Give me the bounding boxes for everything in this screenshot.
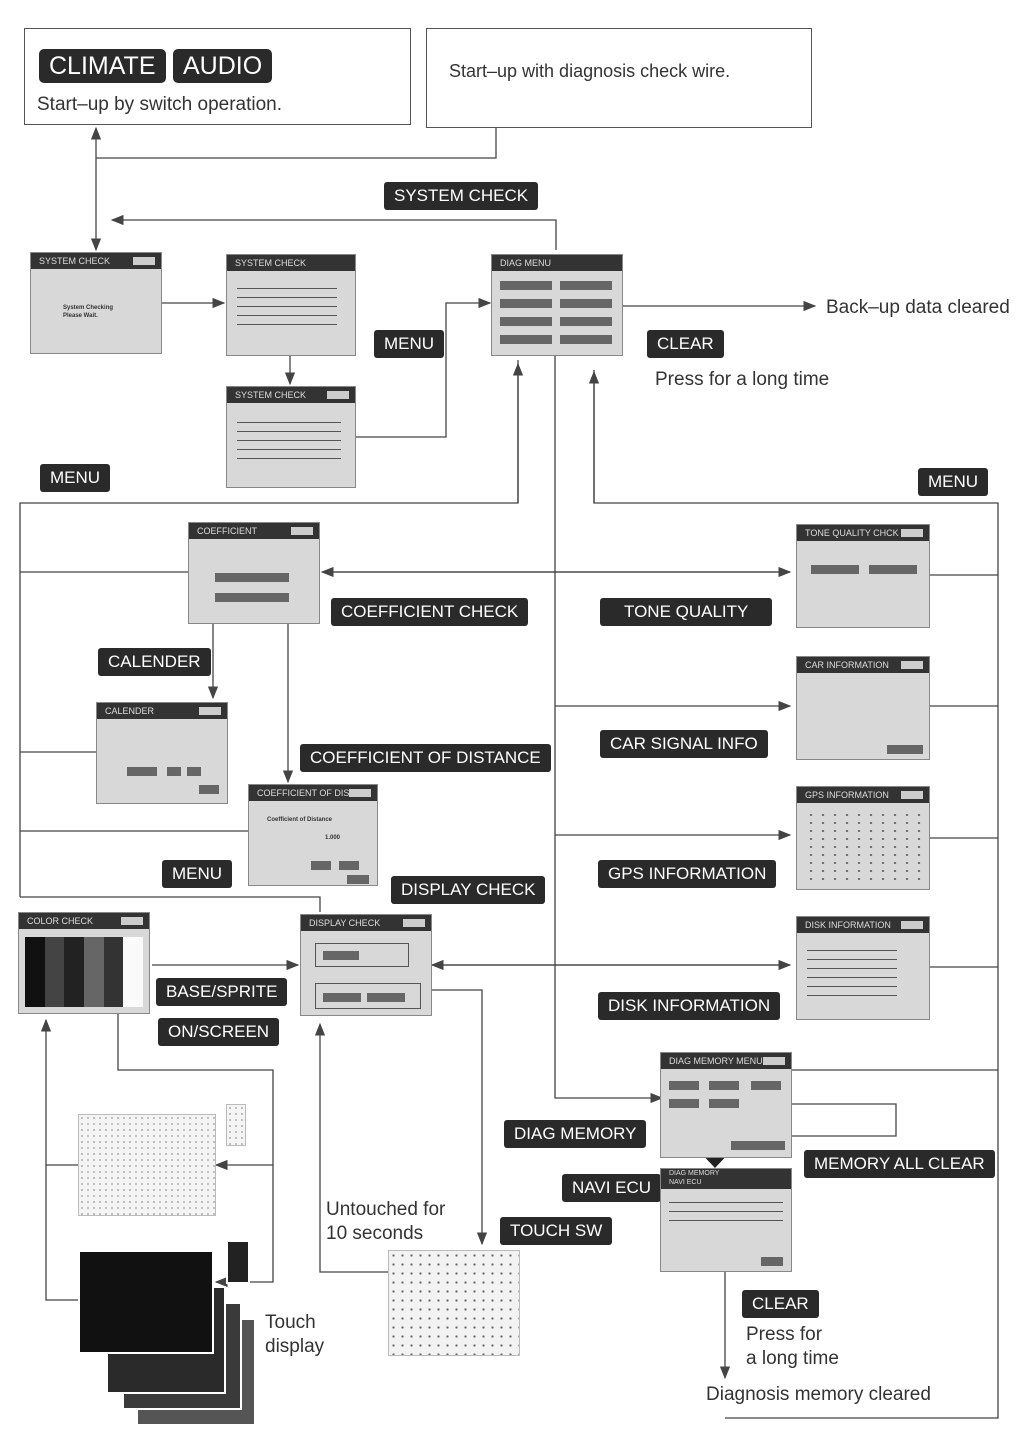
gps-information-screen: GPS INFORMATION: [796, 786, 930, 890]
on-screen-tag: ON/SCREEN: [158, 1018, 280, 1046]
coefficient-screen: COEFFICIENT: [188, 522, 320, 624]
car-signal-info-tag: CAR SIGNAL INFO: [600, 730, 768, 758]
wire-startup-box: Start–up with diagnosis check wire.: [426, 28, 812, 128]
touch-sw-tag: TOUCH SW: [500, 1217, 613, 1245]
touch-text: Touch: [265, 1312, 316, 1333]
system-check-result-screen: SYSTEM CHECK: [226, 386, 356, 488]
screen-title: CALENDER: [105, 706, 155, 716]
clear-tag: CLEAR: [647, 330, 724, 358]
screen-title: SYSTEM CHECK: [235, 258, 307, 268]
press-long-text: Press for a long time: [655, 369, 830, 390]
display-check-tag: DISPLAY CHECK: [391, 876, 546, 904]
menu-tag-left: MENU: [40, 464, 111, 492]
screen-title: DIAG MEMORY: [669, 1170, 720, 1177]
menu-tag-bottom: MENU: [162, 860, 233, 888]
screen-title: COEFFICIENT OF DIST.: [257, 788, 357, 798]
navi-ecu-tag: NAVI ECU: [562, 1174, 662, 1202]
touch-pattern-white-small: [226, 1104, 246, 1146]
untouched-text-1: Untouched for: [326, 1199, 446, 1220]
screen-title: SYSTEM CHECK: [39, 256, 111, 266]
diag-memory-tag: DIAG MEMORY: [504, 1120, 647, 1148]
color-check-screen: COLOR CHECK: [18, 912, 150, 1014]
display-check-screen: DISPLAY CHECK: [300, 914, 432, 1016]
coefficient-of-dist-screen: COEFFICIENT OF DIST. Coefficient of Dist…: [248, 784, 378, 886]
screen-title: GPS INFORMATION: [805, 790, 889, 800]
system-checking-screen: SYSTEM CHECK System Checking Please Wait…: [30, 252, 162, 354]
diag-cleared-text: Diagnosis memory cleared: [706, 1384, 931, 1405]
switch-startup-text: Start–up by switch operation.: [37, 94, 283, 115]
tone-quality-tag: TONE QUALITY: [600, 598, 773, 626]
diag-memory-menu-screen: DIAG MEMORY MENU: [660, 1052, 792, 1158]
diag-menu-screen: DIAG MENU: [491, 254, 623, 356]
backup-cleared-text: Back–up data cleared: [826, 297, 1010, 318]
screen-title: DISPLAY CHECK: [309, 918, 381, 928]
wire-startup-text: Start–up with diagnosis check wire.: [449, 61, 731, 81]
switch-startup-box: CLIMATE AUDIO Start–up by switch operati…: [24, 28, 411, 125]
screen-title: SYSTEM CHECK: [235, 390, 307, 400]
car-information-screen: CAR INFORMATION: [796, 656, 930, 760]
disk-information-screen: DISK INFORMATION: [796, 916, 930, 1020]
a-long-time-text: a long time: [746, 1348, 839, 1369]
screen-title: TONE QUALITY CHCK: [805, 528, 899, 538]
screen-title: DISK INFORMATION: [805, 920, 891, 930]
untouched-text-2: 10 seconds: [326, 1223, 424, 1244]
disk-information-tag: DISK INFORMATION: [598, 992, 781, 1020]
calender-tag: CALENDER: [98, 648, 211, 676]
touch-sw-grid: [388, 1250, 520, 1356]
screen-line: System Checking: [63, 305, 114, 311]
screen-title: COEFFICIENT: [197, 526, 257, 536]
touch-pattern-white: [78, 1114, 216, 1216]
calender-screen: CALENDER: [96, 702, 228, 804]
screen-title: DIAG MEMORY MENU: [669, 1056, 763, 1066]
audio-label: AUDIO: [173, 49, 273, 83]
coefficient-of-distance-tag: COEFFICIENT OF DISTANCE: [300, 744, 551, 772]
base-sprite-tag: BASE/SPRITE: [156, 978, 288, 1006]
clear-tag-bottom: CLEAR: [742, 1290, 819, 1318]
screen-line: Coefficient of Distance: [267, 817, 333, 823]
press-for-text: Press for: [746, 1324, 823, 1345]
climate-label: CLIMATE: [39, 49, 166, 83]
screen-title: DIAG MENU: [500, 258, 552, 268]
memory-all-clear-tag: MEMORY ALL CLEAR: [804, 1150, 995, 1178]
screen-subtitle: NAVI ECU: [669, 1179, 702, 1186]
diag-memory-navi-screen: DIAG MEMORY NAVI ECU: [660, 1168, 792, 1272]
system-check-tag: SYSTEM CHECK: [384, 182, 539, 210]
screen-title: CAR INFORMATION: [805, 660, 889, 670]
menu-tag-right: MENU: [918, 468, 989, 496]
distance-value: 1.000: [325, 835, 341, 841]
gps-information-tag: GPS INFORMATION: [598, 860, 777, 888]
screen-title: COLOR CHECK: [27, 916, 94, 926]
touch-sheet-black-small: [226, 1240, 250, 1284]
tone-quality-screen: TONE QUALITY CHCK: [796, 524, 930, 628]
display-text: display: [265, 1336, 325, 1357]
screen-line: Please Wait.: [63, 313, 98, 319]
coefficient-check-tag: COEFFICIENT CHECK: [331, 598, 529, 626]
system-check-list-screen: SYSTEM CHECK: [226, 254, 356, 356]
touch-sheet-black: [78, 1250, 214, 1354]
menu-tag-center: MENU: [374, 330, 445, 358]
